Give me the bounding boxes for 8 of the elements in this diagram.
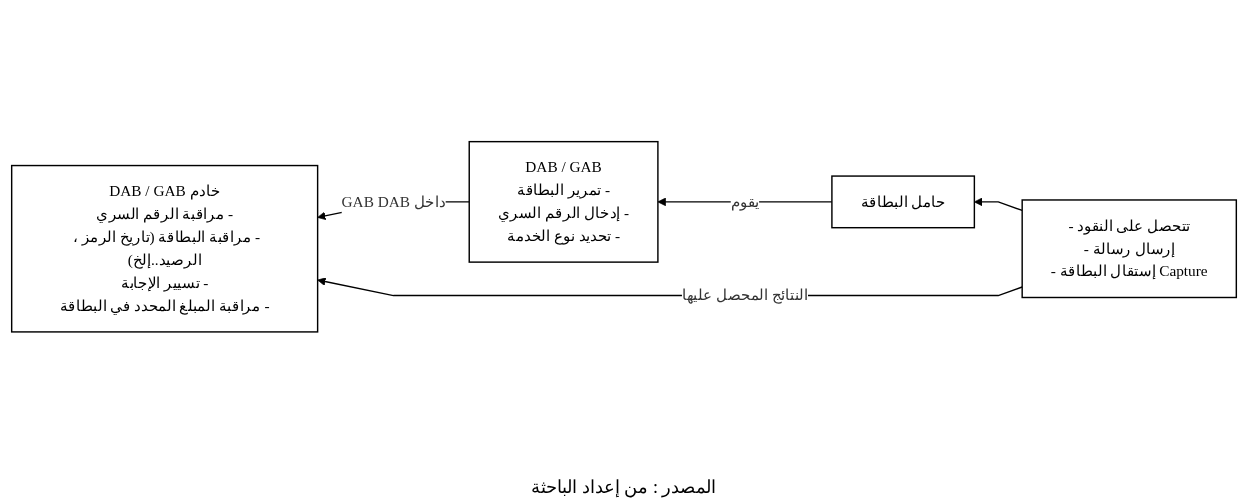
node-box: خادم DAB / GAB - مراقبة الرقم السري - مراقبة البطاقة (تاريخ الرمز ، الرصيد..إلخ) - تسيير الإجابة - مراقبة المبلغ المحدد في البطاقة — [10, 165, 319, 333]
edge-label: يقوم — [730, 193, 760, 210]
caption: المصدر : من إعداد الباحثة — [531, 476, 717, 498]
node-box: - تتحصل على النقود - إرسال رسالة - إستقال البطاقة Capture — [1021, 199, 1238, 299]
edge-label: داخل GAB DAB — [341, 193, 446, 210]
edge-label: النتائج المحصل عليها — [681, 287, 809, 304]
node-box: حامل البطاقة — [831, 175, 976, 229]
arrow — [974, 197, 1023, 212]
